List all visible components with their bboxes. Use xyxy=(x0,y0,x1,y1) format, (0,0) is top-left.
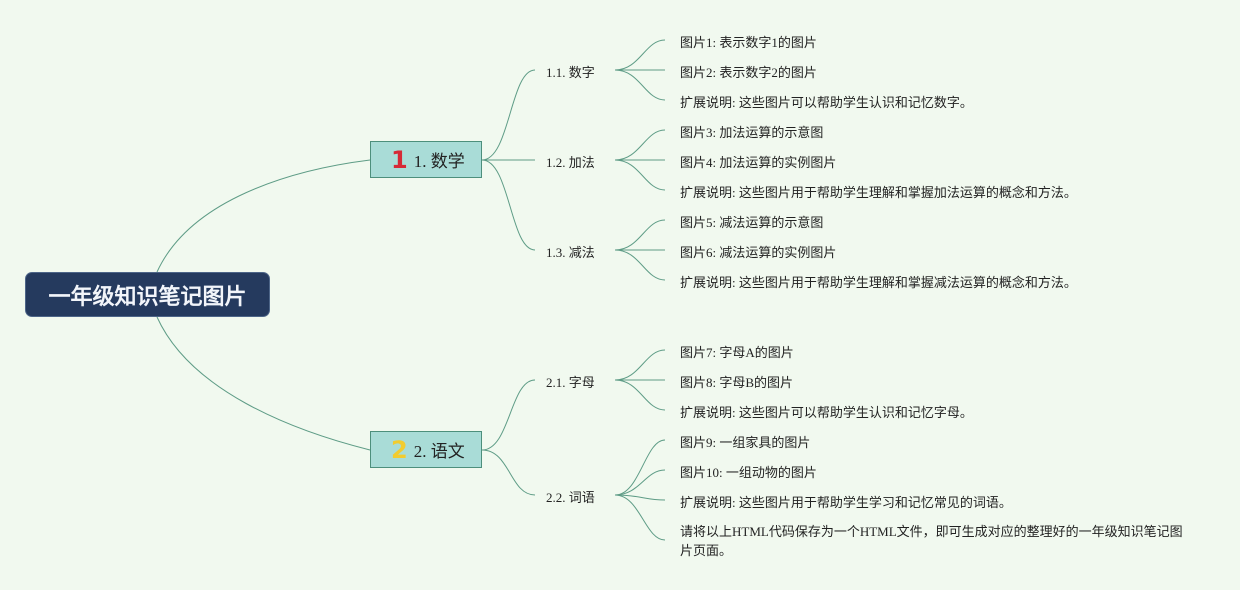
link-b2-s1 xyxy=(481,379,536,451)
leaf-item[interactable]: 图片2: 表示数字2的图片 xyxy=(680,65,817,80)
link-s21-l3 xyxy=(614,379,666,411)
link-root-branch1 xyxy=(156,159,371,273)
link-s12-l3 xyxy=(614,159,666,191)
leaf-item[interactable]: 图片6: 减法运算的实例图片 xyxy=(680,245,837,260)
number-two-icon: 2 xyxy=(391,435,408,464)
link-s13-l1 xyxy=(614,219,666,251)
leaf-item[interactable]: 请将以上HTML代码保存为一个HTML文件，即可生成对应的整理好的一年级知识笔记… xyxy=(680,524,1183,558)
link-b1-s1 xyxy=(481,69,536,161)
link-s22-l2 xyxy=(614,469,666,496)
leaf-item[interactable]: 扩展说明: 这些图片可以帮助学生认识和记忆数字。 xyxy=(680,95,973,110)
leaf-item[interactable]: 扩展说明: 这些图片用于帮助学生学习和记忆常见的词语。 xyxy=(680,495,1012,510)
number-one-icon: 1 xyxy=(391,145,408,174)
link-b1-s3 xyxy=(481,159,536,251)
link-s13-l3 xyxy=(614,249,666,281)
subtopic-numbers[interactable]: 1.1. 数字 xyxy=(546,65,595,80)
link-s22-l3 xyxy=(614,494,666,501)
link-s22-l1 xyxy=(614,439,666,496)
link-s21-l1 xyxy=(614,349,666,381)
leaf-item[interactable]: 图片8: 字母B的图片 xyxy=(680,375,794,390)
leaf-item[interactable]: 图片7: 字母A的图片 xyxy=(680,345,794,360)
link-b2-s2 xyxy=(481,449,536,496)
link-s11-l1 xyxy=(614,39,666,71)
branch-math[interactable]: 1 1. 数学 xyxy=(370,141,482,178)
leaf-item[interactable]: 图片9: 一组家具的图片 xyxy=(680,435,811,450)
link-s12-l1 xyxy=(614,129,666,161)
link-s11-l3 xyxy=(614,69,666,101)
subtopic-addition[interactable]: 1.2. 加法 xyxy=(546,155,595,170)
leaf-item[interactable]: 图片4: 加法运算的实例图片 xyxy=(680,155,837,170)
branch-label: 1. 数学 xyxy=(413,152,465,171)
leaf-item[interactable]: 图片3: 加法运算的示意图 xyxy=(680,125,824,140)
subtopic-words[interactable]: 2.2. 词语 xyxy=(546,490,595,505)
link-root-branch2 xyxy=(156,316,371,451)
branch-chinese[interactable]: 2 2. 语文 xyxy=(370,431,482,468)
leaf-item[interactable]: 扩展说明: 这些图片用于帮助学生理解和掌握加法运算的概念和方法。 xyxy=(680,185,1077,200)
root-topic[interactable]: 一年级知识笔记图片 xyxy=(25,272,270,317)
subtopic-letters[interactable]: 2.1. 字母 xyxy=(546,375,595,390)
leaf-item[interactable]: 图片5: 减法运算的示意图 xyxy=(680,215,824,230)
leaf-item[interactable]: 图片1: 表示数字1的图片 xyxy=(680,35,817,50)
link-s22-l4 xyxy=(614,494,666,541)
branch-label: 2. 语文 xyxy=(413,442,465,461)
leaf-item[interactable]: 扩展说明: 这些图片用于帮助学生理解和掌握减法运算的概念和方法。 xyxy=(680,275,1077,290)
leaf-item[interactable]: 扩展说明: 这些图片可以帮助学生认识和记忆字母。 xyxy=(680,405,973,420)
leaf-item[interactable]: 图片10: 一组动物的图片 xyxy=(680,465,817,480)
subtopic-subtraction[interactable]: 1.3. 减法 xyxy=(546,245,595,260)
